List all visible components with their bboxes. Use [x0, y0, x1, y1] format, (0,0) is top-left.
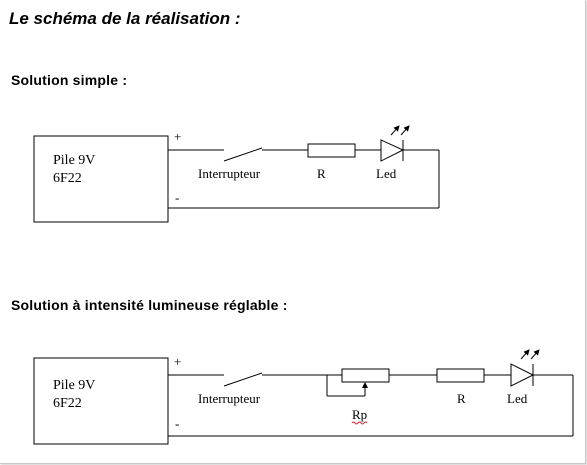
- switch-label: Interrupteur: [198, 391, 261, 406]
- battery-label-line1: Pile 9V: [53, 153, 95, 168]
- switch-lever: [223, 372, 263, 387]
- resistor-label: R: [457, 391, 466, 406]
- led-triangle: [380, 139, 405, 162]
- led-label: Led: [376, 166, 397, 181]
- minus-terminal-label: -: [175, 416, 179, 431]
- battery-label-line2: 6F22: [53, 171, 82, 186]
- potentiometer-label: Rp: [352, 407, 367, 422]
- battery-box: [33, 135, 169, 223]
- circuit-adjustable: [33, 349, 574, 445]
- plus-terminal-label: +: [174, 129, 181, 144]
- resistor: [307, 143, 356, 158]
- led-light-arrow: [390, 125, 400, 136]
- battery-label-line2: 6F22: [53, 396, 82, 411]
- spellcheck-underline: [351, 421, 368, 425]
- switch-label: Interrupteur: [198, 166, 261, 181]
- resistor-label: R: [317, 166, 326, 181]
- resistor: [436, 368, 485, 383]
- switch-lever: [223, 147, 263, 162]
- led-light-arrow: [530, 349, 540, 360]
- section-adjustable-heading: Solution à intensité lumineuse réglable …: [11, 297, 288, 313]
- led-triangle: [510, 363, 535, 387]
- section-simple-heading: Solution simple :: [11, 72, 128, 88]
- circuit-simple: [33, 125, 440, 223]
- led-label: Led: [507, 391, 528, 406]
- minus-terminal-label: -: [175, 190, 179, 205]
- battery-box: [33, 357, 169, 445]
- battery-label-line1: Pile 9V: [53, 378, 95, 393]
- plus-terminal-label: +: [174, 354, 181, 369]
- led-light-arrow: [520, 349, 530, 360]
- led-light-arrow: [400, 125, 410, 136]
- potentiometer: [341, 368, 390, 383]
- page-title: Le schéma de la réalisation :: [9, 9, 241, 28]
